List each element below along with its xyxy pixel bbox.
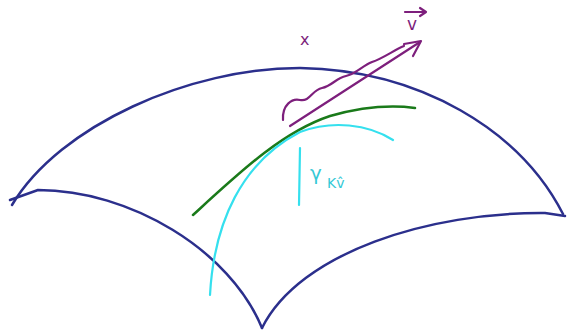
vector-hat: [405, 8, 426, 16]
curve-label: γ: [310, 163, 322, 183]
curve-on-surface: [193, 107, 415, 215]
surface-top-edge: [12, 68, 563, 214]
point-label: x: [300, 32, 309, 48]
arrow-head: [404, 41, 421, 56]
vector-arrow: [290, 42, 420, 126]
surface-right-edge: [262, 213, 565, 328]
geodesic-curve: [210, 125, 393, 295]
squiggle-arrow: [283, 46, 404, 120]
tick-mark: [299, 148, 300, 205]
curve-subscript: Kv̂: [327, 176, 344, 190]
vector-label: v: [407, 16, 417, 33]
surface-left-edge: [10, 190, 262, 328]
